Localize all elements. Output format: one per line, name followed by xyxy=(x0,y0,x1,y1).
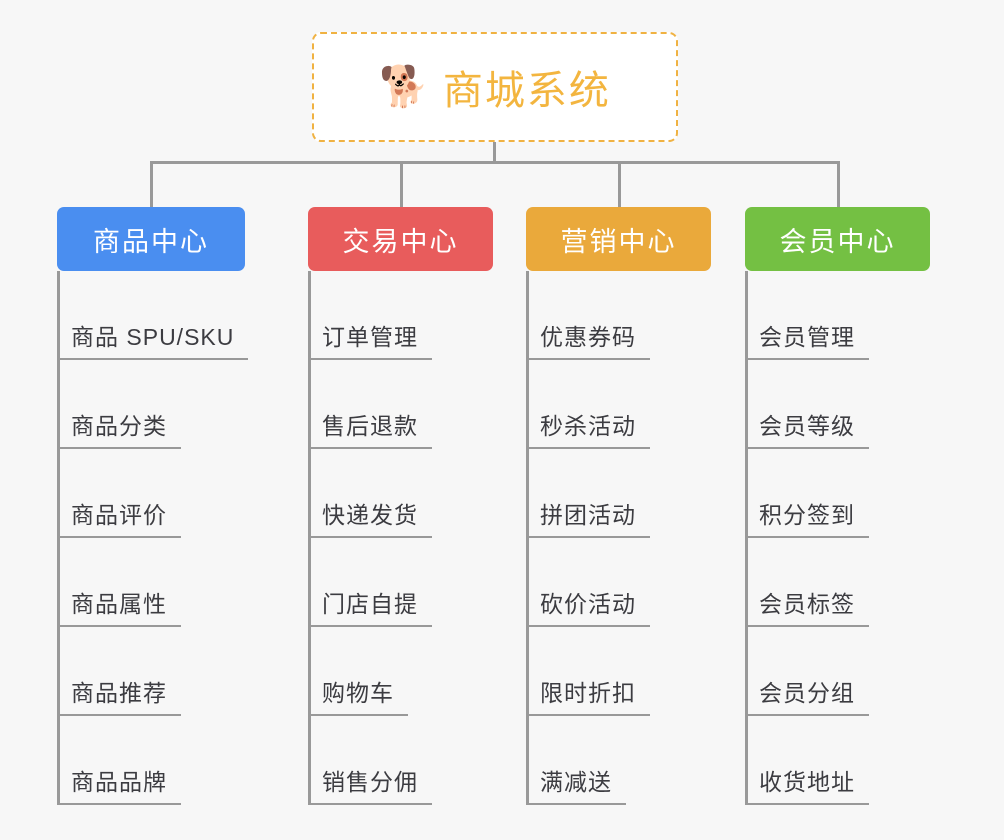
leaf-label: 秒杀活动 xyxy=(526,407,650,449)
leaf-item[interactable]: 收货地址 xyxy=(745,716,930,805)
leaf-label: 购物车 xyxy=(308,674,408,716)
root-node-mall-system[interactable]: 🐕 商城系统 xyxy=(312,32,678,142)
leaf-label: 优惠券码 xyxy=(526,318,650,360)
connector-drop-2 xyxy=(400,161,403,207)
leaf-list-2: 订单管理 售后退款 快递发货 门店自提 购物车 销售分佣 xyxy=(308,271,493,805)
leaf-list-4: 会员管理 会员等级 积分签到 会员标签 会员分组 收货地址 xyxy=(745,271,930,805)
leaf-label: 会员分组 xyxy=(745,674,869,716)
leaf-item[interactable]: 售后退款 xyxy=(308,360,493,449)
leaf-label: 砍价活动 xyxy=(526,585,650,627)
trunk-line-1 xyxy=(57,271,60,805)
leaf-item[interactable]: 秒杀活动 xyxy=(526,360,711,449)
category-header-2-label: 交易中心 xyxy=(342,226,459,257)
trunk-line-2 xyxy=(308,271,311,805)
leaf-item[interactable]: 商品分类 xyxy=(57,360,245,449)
leaf-item[interactable]: 购物车 xyxy=(308,627,493,716)
leaf-label: 会员标签 xyxy=(745,585,869,627)
leaf-label: 商品推荐 xyxy=(57,674,181,716)
leaf-item[interactable]: 会员等级 xyxy=(745,360,930,449)
category-header-4[interactable]: 会员中心 xyxy=(745,207,930,271)
leaf-item[interactable]: 商品 SPU/SKU xyxy=(57,271,249,360)
leaf-item[interactable]: 积分签到 xyxy=(745,449,930,538)
leaf-label: 商品品牌 xyxy=(57,763,181,805)
leaf-label: 拼团活动 xyxy=(526,496,650,538)
leaf-item[interactable]: 商品评价 xyxy=(57,449,245,538)
leaf-label: 收货地址 xyxy=(745,763,869,805)
leaf-item[interactable]: 订单管理 xyxy=(308,271,493,360)
leaf-item[interactable]: 拼团活动 xyxy=(526,449,711,538)
category-header-1[interactable]: 商品中心 xyxy=(57,207,245,271)
category-header-3-label: 营销中心 xyxy=(560,226,677,257)
connector-horizontal-bus xyxy=(150,161,840,164)
leaf-item[interactable]: 快递发货 xyxy=(308,449,493,538)
connector-drop-1 xyxy=(150,161,153,207)
leaf-label: 商品 SPU/SKU xyxy=(57,318,249,360)
connector-drop-4 xyxy=(837,161,840,207)
leaf-label: 商品评价 xyxy=(57,496,181,538)
trunk-line-4 xyxy=(745,271,748,805)
branch-column-1: 商品中心 商品 SPU/SKU 商品分类 商品评价 商品属性 商品推荐 商品品牌 xyxy=(57,207,249,805)
leaf-list-1: 商品 SPU/SKU 商品分类 商品评价 商品属性 商品推荐 商品品牌 xyxy=(57,271,249,805)
leaf-item[interactable]: 会员标签 xyxy=(745,538,930,627)
trunk-line-3 xyxy=(526,271,529,805)
leaf-label: 会员等级 xyxy=(745,407,869,449)
leaf-item[interactable]: 优惠券码 xyxy=(526,271,711,360)
branch-column-2: 交易中心 订单管理 售后退款 快递发货 门店自提 购物车 销售分佣 xyxy=(308,207,493,805)
leaf-label: 积分签到 xyxy=(745,496,869,538)
leaf-item[interactable]: 限时折扣 xyxy=(526,627,711,716)
leaf-label: 快递发货 xyxy=(308,496,432,538)
leaf-label: 商品分类 xyxy=(57,407,181,449)
branch-column-3: 营销中心 优惠券码 秒杀活动 拼团活动 砍价活动 限时折扣 满减送 xyxy=(526,207,711,805)
leaf-label: 订单管理 xyxy=(308,318,432,360)
category-header-1-label: 商品中心 xyxy=(93,226,209,257)
leaf-label: 会员管理 xyxy=(745,318,869,360)
leaf-item[interactable]: 砍价活动 xyxy=(526,538,711,627)
leaf-label: 门店自提 xyxy=(308,585,432,627)
connector-drop-3 xyxy=(618,161,621,207)
leaf-item[interactable]: 销售分佣 xyxy=(308,716,493,805)
branch-column-4: 会员中心 会员管理 会员等级 积分签到 会员标签 会员分组 收货地址 xyxy=(745,207,930,805)
leaf-item[interactable]: 门店自提 xyxy=(308,538,493,627)
root-node-title: 商城系统 xyxy=(442,69,611,113)
leaf-label: 满减送 xyxy=(526,763,626,805)
leaf-label: 销售分佣 xyxy=(308,763,432,805)
category-header-4-label: 会员中心 xyxy=(779,226,896,257)
category-header-2[interactable]: 交易中心 xyxy=(308,207,493,271)
connector-root-stem xyxy=(493,142,496,164)
leaf-list-3: 优惠券码 秒杀活动 拼团活动 砍价活动 限时折扣 满减送 xyxy=(526,271,711,805)
leaf-item[interactable]: 商品推荐 xyxy=(57,627,245,716)
shiba-dog-face-icon: 🐕 xyxy=(379,65,429,109)
leaf-label: 售后退款 xyxy=(308,407,432,449)
leaf-item[interactable]: 会员分组 xyxy=(745,627,930,716)
leaf-item[interactable]: 商品品牌 xyxy=(57,716,245,805)
leaf-label: 商品属性 xyxy=(57,585,181,627)
leaf-item[interactable]: 满减送 xyxy=(526,716,711,805)
leaf-label: 限时折扣 xyxy=(526,674,650,716)
category-header-3[interactable]: 营销中心 xyxy=(526,207,711,271)
leaf-item[interactable]: 商品属性 xyxy=(57,538,245,627)
leaf-item[interactable]: 会员管理 xyxy=(745,271,930,360)
